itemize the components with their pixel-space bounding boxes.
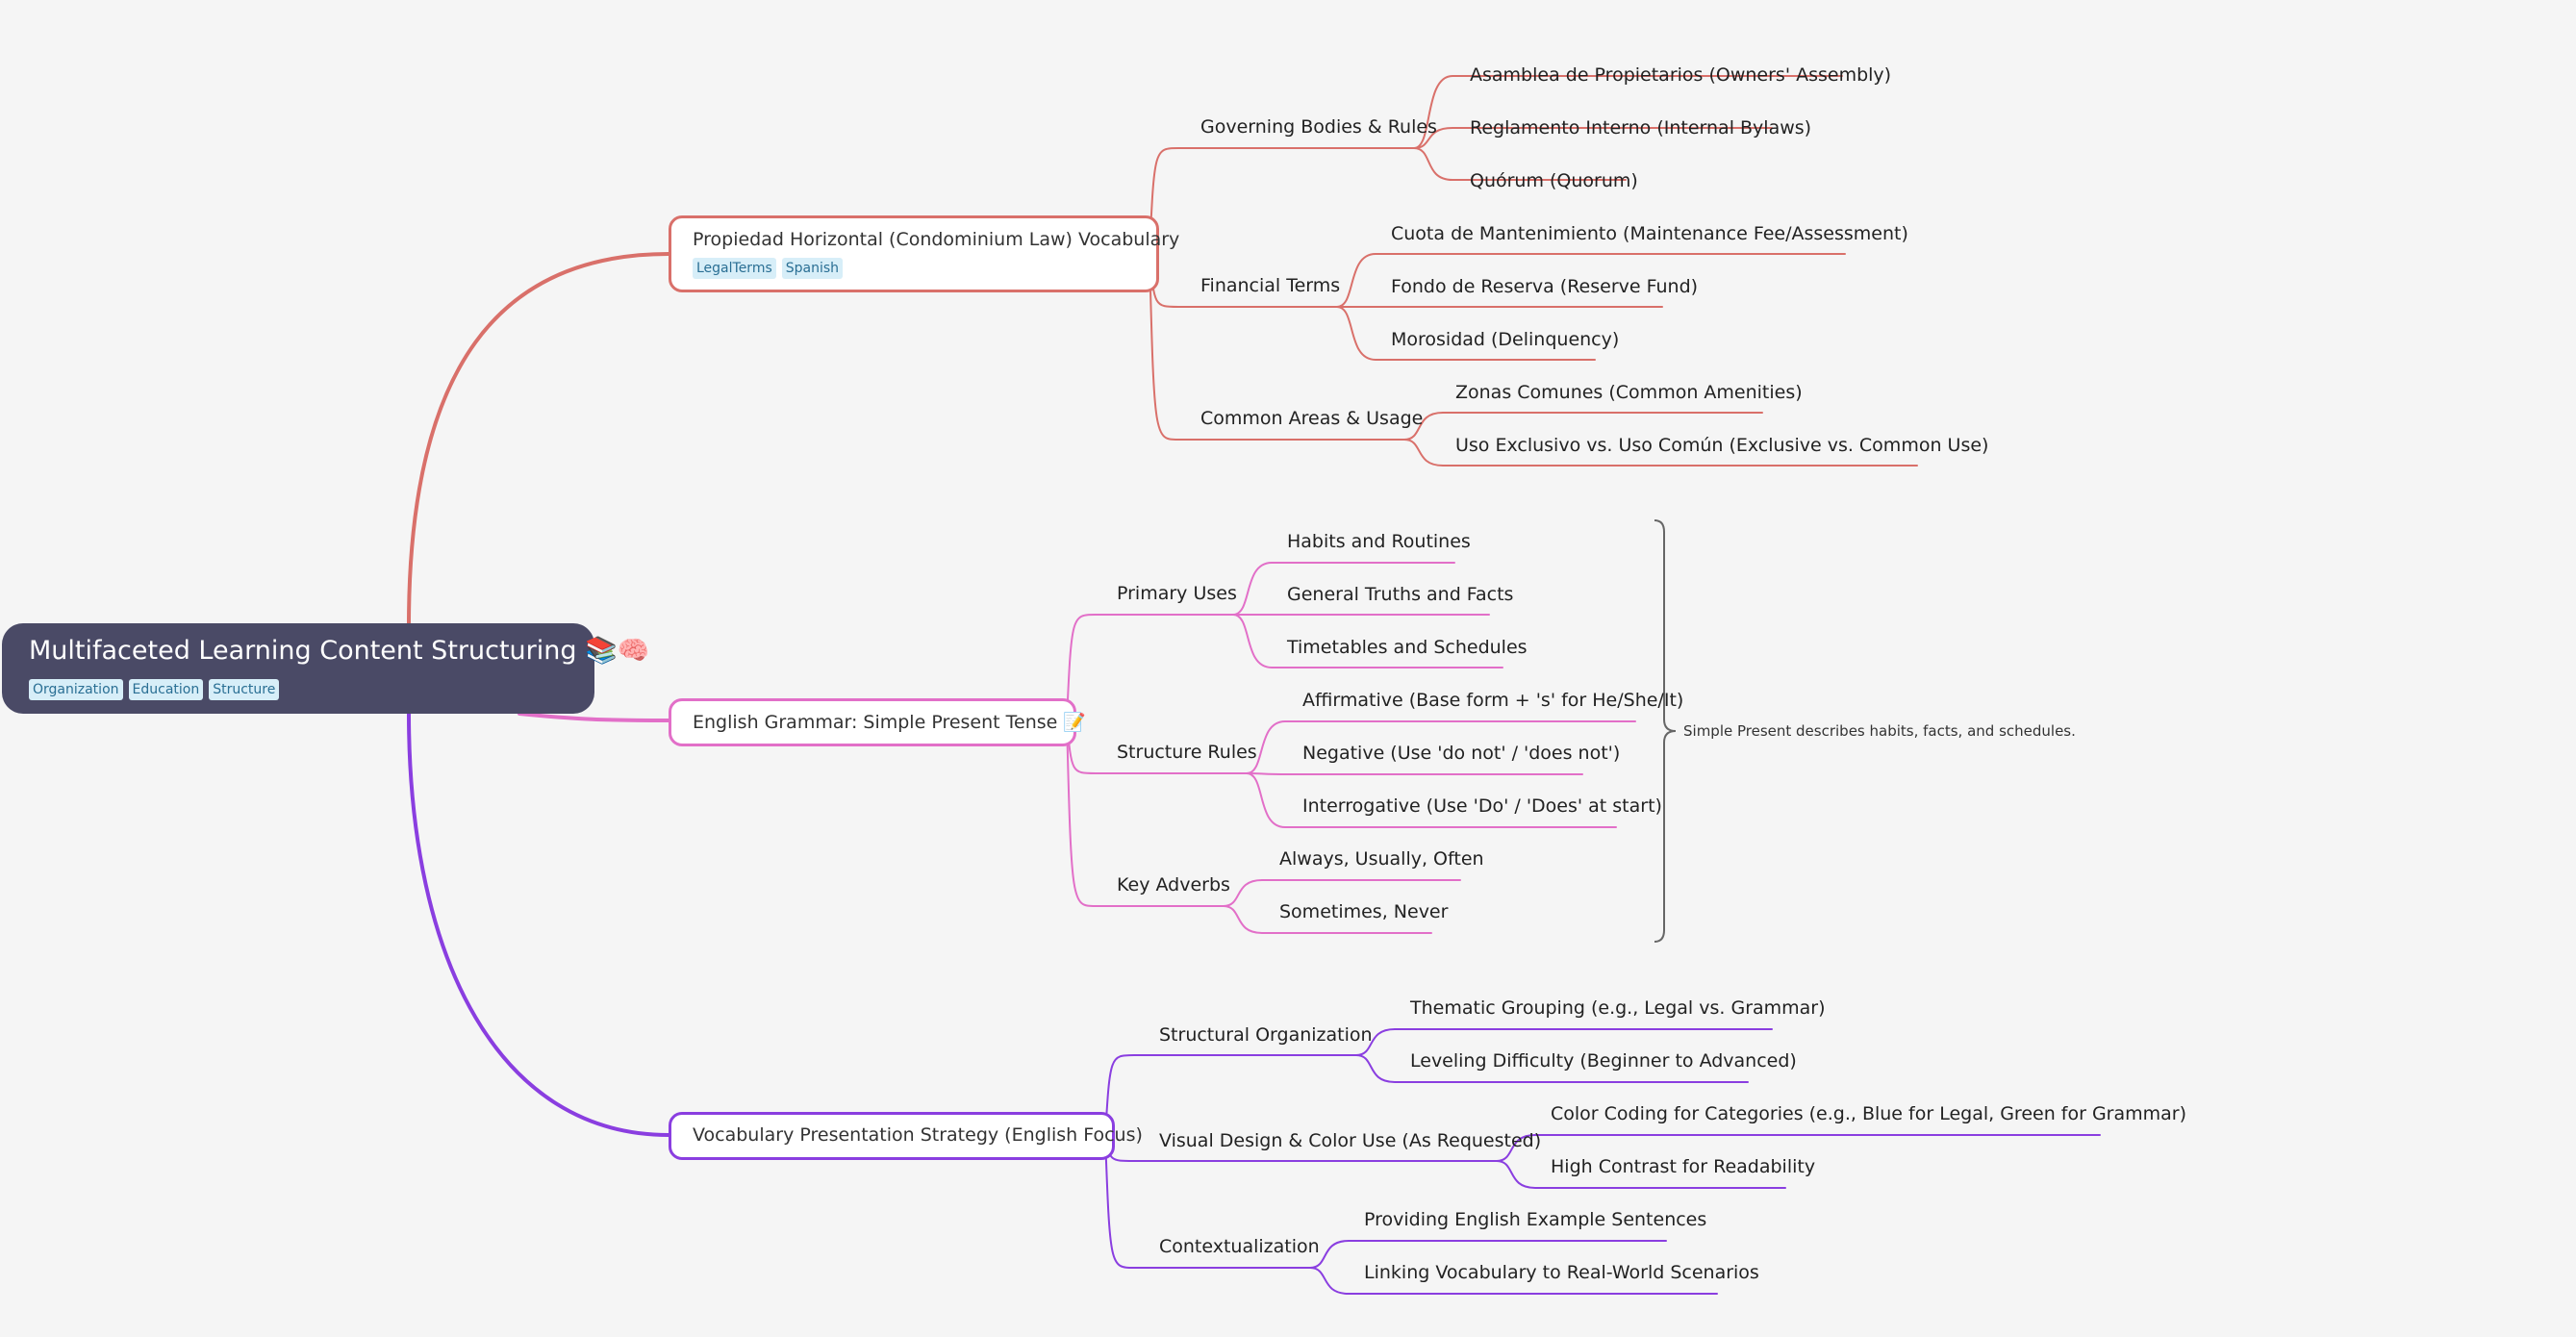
connector-leaf-0-1-2	[1336, 306, 1596, 361]
connector-sub-2-0	[1104, 1054, 1357, 1137]
leaf-affirmative[interactable]: Affirmative (Base form + 's' for He/She/…	[1302, 690, 1684, 711]
leaf-sometimes[interactable]: Sometimes, Never	[1279, 901, 1449, 922]
main-topic-title: Propiedad Horizontal (Condominium Law) V…	[693, 229, 1180, 250]
leaf-negative[interactable]: Negative (Use 'do not' / 'does not')	[1302, 743, 1621, 764]
connector-leaf-1-1-0	[1246, 720, 1636, 774]
connector-leaf-1-1-2	[1246, 772, 1617, 828]
subtopic-structure-rules[interactable]: Structure Rules	[1117, 742, 1257, 763]
subtopic-common-areas[interactable]: Common Areas & Usage	[1200, 408, 1424, 429]
connector-leaf-1-2-1	[1223, 905, 1432, 934]
leaf-color-coding[interactable]: Color Coding for Categories (e.g., Blue …	[1551, 1103, 2187, 1124]
main-topic-vocabulary-strategy[interactable]: Vocabulary Presentation Strategy (Englis…	[669, 1112, 1143, 1160]
connector-leaf-1-1-1	[1246, 772, 1583, 775]
leaf-asamblea[interactable]: Asamblea de Propietarios (Owners' Assemb…	[1470, 64, 1892, 86]
leaf-leveling-difficulty[interactable]: Leveling Difficulty (Beginner to Advance…	[1410, 1050, 1797, 1072]
main-topic-title: English Grammar: Simple Present Tense 📝	[693, 712, 1087, 733]
connector-leaf-0-0-1	[1413, 127, 1773, 149]
connector-root-branch-2	[518, 712, 670, 722]
connector-leaf-0-2-0	[1403, 412, 1763, 441]
summary-brace	[1654, 519, 1677, 943]
leaf-morosidad[interactable]: Morosidad (Delinquency)	[1391, 329, 1620, 350]
leaf-fondo[interactable]: Fondo de Reserva (Reserve Fund)	[1391, 276, 1699, 297]
subtopic-key-adverbs[interactable]: Key Adverbs	[1117, 874, 1230, 896]
connector-leaf-2-1-0	[1496, 1134, 2101, 1162]
connector-sub-1-0	[1066, 614, 1234, 721]
leaf-example-sentences[interactable]: Providing English Example Sentences	[1364, 1209, 1707, 1230]
main-topic-english-grammar[interactable]: English Grammar: Simple Present Tense 📝	[669, 698, 1087, 746]
connector-root-branch-1	[407, 252, 670, 627]
summary-note[interactable]: Simple Present describes habits, facts, …	[1683, 722, 2076, 740]
connector-sub-0-0	[1149, 147, 1415, 255]
connector-leaf-2-2-0	[1309, 1240, 1667, 1269]
connector-leaf-2-2-1	[1309, 1267, 1718, 1295]
leaf-zonas-comunes[interactable]: Zonas Comunes (Common Amenities)	[1455, 382, 1803, 403]
connector-leaf-1-0-0	[1232, 562, 1455, 616]
connector-leaf-1-2-0	[1223, 879, 1461, 907]
root-title: Multifaceted Learning Content Structurin…	[29, 636, 650, 666]
leaf-uso-exclusivo[interactable]: Uso Exclusivo vs. Uso Común (Exclusive v…	[1455, 435, 1989, 456]
root-node[interactable]: Multifaceted Learning Content Structurin…	[2, 623, 650, 714]
leaf-real-world[interactable]: Linking Vocabulary to Real-World Scenari…	[1364, 1262, 1759, 1283]
main-topic-propiedad-horizontal[interactable]: Propiedad Horizontal (Condominium Law) V…	[669, 215, 1180, 292]
connector-sub-1-2	[1066, 719, 1225, 907]
subtopic-governing-bodies[interactable]: Governing Bodies & Rules	[1200, 116, 1437, 138]
leaf-cuota[interactable]: Cuota de Mantenimiento (Maintenance Fee/…	[1391, 223, 1908, 244]
connector-sub-2-2	[1104, 1135, 1311, 1269]
connector-leaf-2-0-1	[1355, 1054, 1749, 1083]
leaf-quorum[interactable]: Quórum (Quorum)	[1470, 170, 1638, 191]
subtopic-structural-organization[interactable]: Structural Organization	[1159, 1024, 1373, 1046]
tag-education[interactable]: Education	[128, 679, 204, 700]
connector-root-branch-3	[407, 712, 670, 1137]
root-tags: Organization Education Structure	[29, 679, 568, 700]
subtopic-primary-uses[interactable]: Primary Uses	[1117, 583, 1237, 604]
connector-leaf-2-0-0	[1355, 1028, 1773, 1056]
leaf-high-contrast[interactable]: High Contrast for Readability	[1551, 1156, 1816, 1177]
leaf-interrogative[interactable]: Interrogative (Use 'Do' / 'Does' at star…	[1302, 795, 1662, 817]
leaf-reglamento[interactable]: Reglamento Interno (Internal Bylaws)	[1470, 117, 1812, 139]
tag-structure[interactable]: Structure	[209, 679, 280, 700]
connector-leaf-0-0-2	[1413, 147, 1627, 181]
subtopic-visual-design[interactable]: Visual Design & Color Use (As Requested)	[1159, 1130, 1542, 1151]
tag-organization[interactable]: Organization	[29, 679, 123, 700]
connector-leaf-0-0-0	[1413, 75, 1843, 149]
tag-spanish[interactable]: Spanish	[781, 258, 844, 279]
leaf-always[interactable]: Always, Usually, Often	[1279, 848, 1484, 870]
tag-legalterms[interactable]: LegalTerms	[693, 258, 776, 279]
connector-leaf-0-2-1	[1403, 439, 1918, 467]
subtopic-contextualization[interactable]: Contextualization	[1159, 1236, 1320, 1257]
leaf-timetables[interactable]: Timetables and Schedules	[1287, 637, 1528, 658]
leaf-general-truths[interactable]: General Truths and Facts	[1287, 584, 1514, 605]
connector-sub-0-2	[1149, 253, 1405, 441]
main-topic-title: Vocabulary Presentation Strategy (Englis…	[693, 1124, 1143, 1146]
main-topic-tags: LegalTerms Spanish	[693, 258, 1135, 279]
leaf-habits[interactable]: Habits and Routines	[1287, 531, 1471, 552]
leaf-thematic-grouping[interactable]: Thematic Grouping (e.g., Legal vs. Gramm…	[1410, 997, 1826, 1019]
connector-leaf-0-1-0	[1336, 253, 1846, 308]
subtopic-financial-terms[interactable]: Financial Terms	[1200, 275, 1341, 296]
connector-leaf-1-0-2	[1232, 614, 1503, 668]
connector-leaf-2-1-1	[1496, 1160, 1786, 1189]
